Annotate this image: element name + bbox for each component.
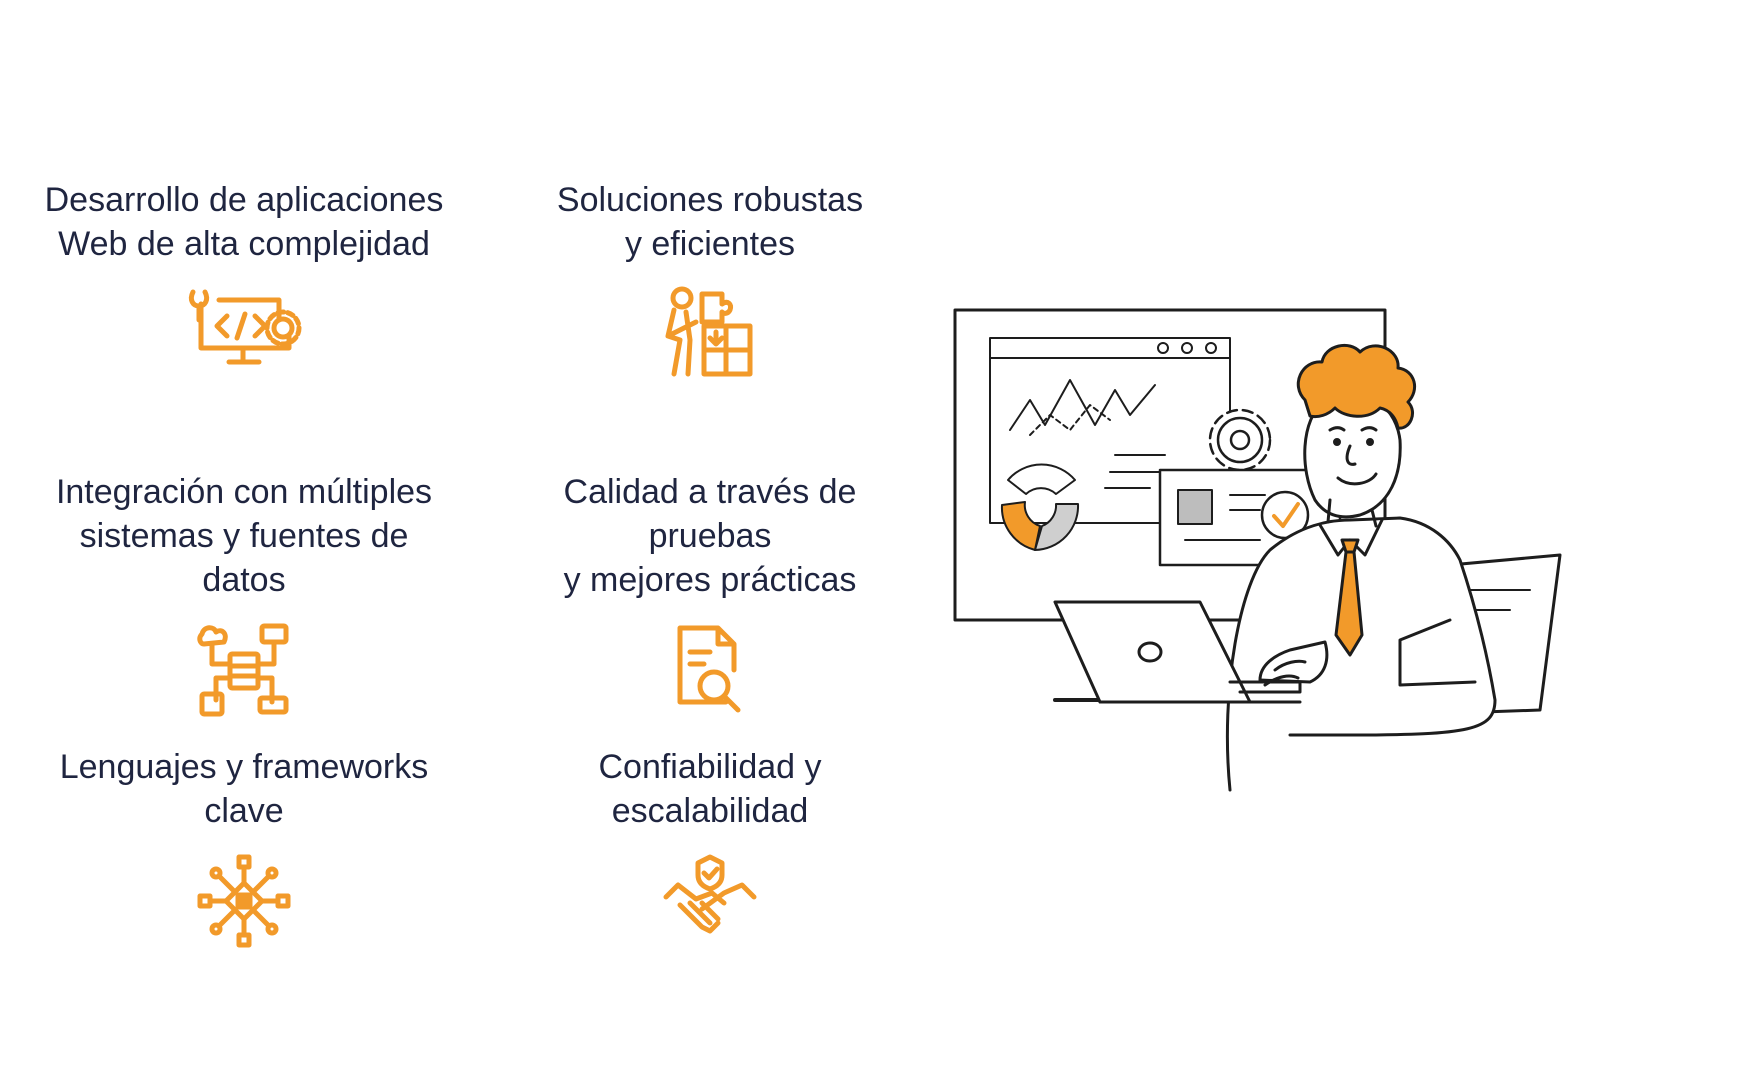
gear-icon <box>1208 408 1272 472</box>
developer-person <box>1225 343 1497 792</box>
quality-document-icon <box>677 625 741 713</box>
laptop <box>1053 600 1302 704</box>
developer-at-computer-illustration <box>953 308 1562 792</box>
feature-quality: Calidad a través de pruebas y mejores pr… <box>500 470 920 718</box>
feature-robust-solutions: Soluciones robustas y eficientes <box>500 178 920 382</box>
puzzle-solution-icon <box>665 286 753 377</box>
feature-reliability: Confiabilidad y escalabilidad <box>500 745 920 943</box>
feature-title: Calidad a través de pruebas y mejores pr… <box>563 473 857 599</box>
network-chip-icon <box>197 854 291 948</box>
feature-web-development: Desarrollo de aplicaciones Web de alta c… <box>34 178 454 376</box>
handshake-shield-icon <box>663 854 757 934</box>
feature-title: Confiabilidad y escalabilidad <box>598 748 822 830</box>
feature-title: Soluciones robustas y eficientes <box>556 181 864 263</box>
feature-languages: Lenguajes y frameworks clave <box>34 745 454 949</box>
feature-title: Desarrollo de aplicaciones Web de alta c… <box>44 181 444 263</box>
feature-integration: Integración con múltiples sistemas y fue… <box>34 470 454 718</box>
web-development-icon <box>188 289 302 365</box>
feature-title: Lenguajes y frameworks clave <box>59 748 429 830</box>
feature-title: Integración con múltiples sistemas y fue… <box>55 473 433 599</box>
system-integration-icon <box>197 623 289 717</box>
